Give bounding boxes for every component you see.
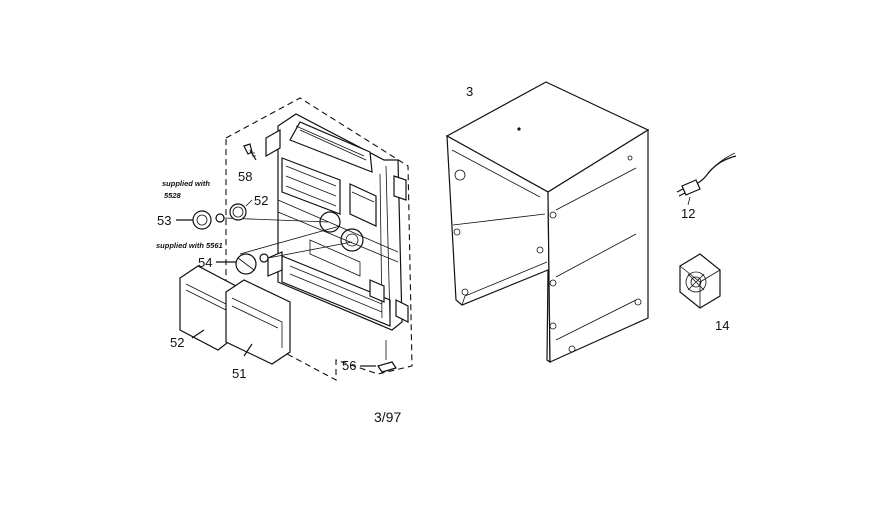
label-part-53: 54 — [198, 255, 212, 270]
small-part-56 — [377, 340, 397, 373]
label-part-58: 58 — [238, 169, 252, 184]
label-part-14: 14 — [715, 318, 729, 333]
cassette-door-part-51 — [225, 279, 291, 365]
front-panel-assembly-outline — [225, 97, 413, 381]
label-part-51: 51 — [232, 366, 246, 381]
label-part-12: 12 — [681, 206, 695, 221]
note-supplied-with-5561: supplied with 5561 — [156, 241, 223, 250]
label-part-57: 52 — [254, 193, 268, 208]
ring-part-57 — [229, 199, 253, 221]
label-part-54: 53 — [157, 213, 171, 228]
fan-part-14 — [679, 253, 721, 309]
label-part-3: 3 — [466, 84, 473, 99]
label-part-52: 52 — [170, 335, 184, 350]
knob-part-53 — [235, 225, 353, 275]
front-panel-chassis — [265, 113, 409, 331]
screw-part-58 — [243, 143, 257, 161]
footer-date-code: 3/97 — [374, 409, 401, 425]
knob-ring-part-54 — [192, 210, 329, 230]
cabinet-part-3 — [445, 81, 650, 364]
label-part-56: 56 — [342, 358, 356, 373]
power-cord-part-12 — [676, 152, 737, 206]
note-supplied-with-5528-line2: 5528 — [164, 191, 182, 200]
note-supplied-with-5528-line1: supplied with — [162, 179, 210, 188]
